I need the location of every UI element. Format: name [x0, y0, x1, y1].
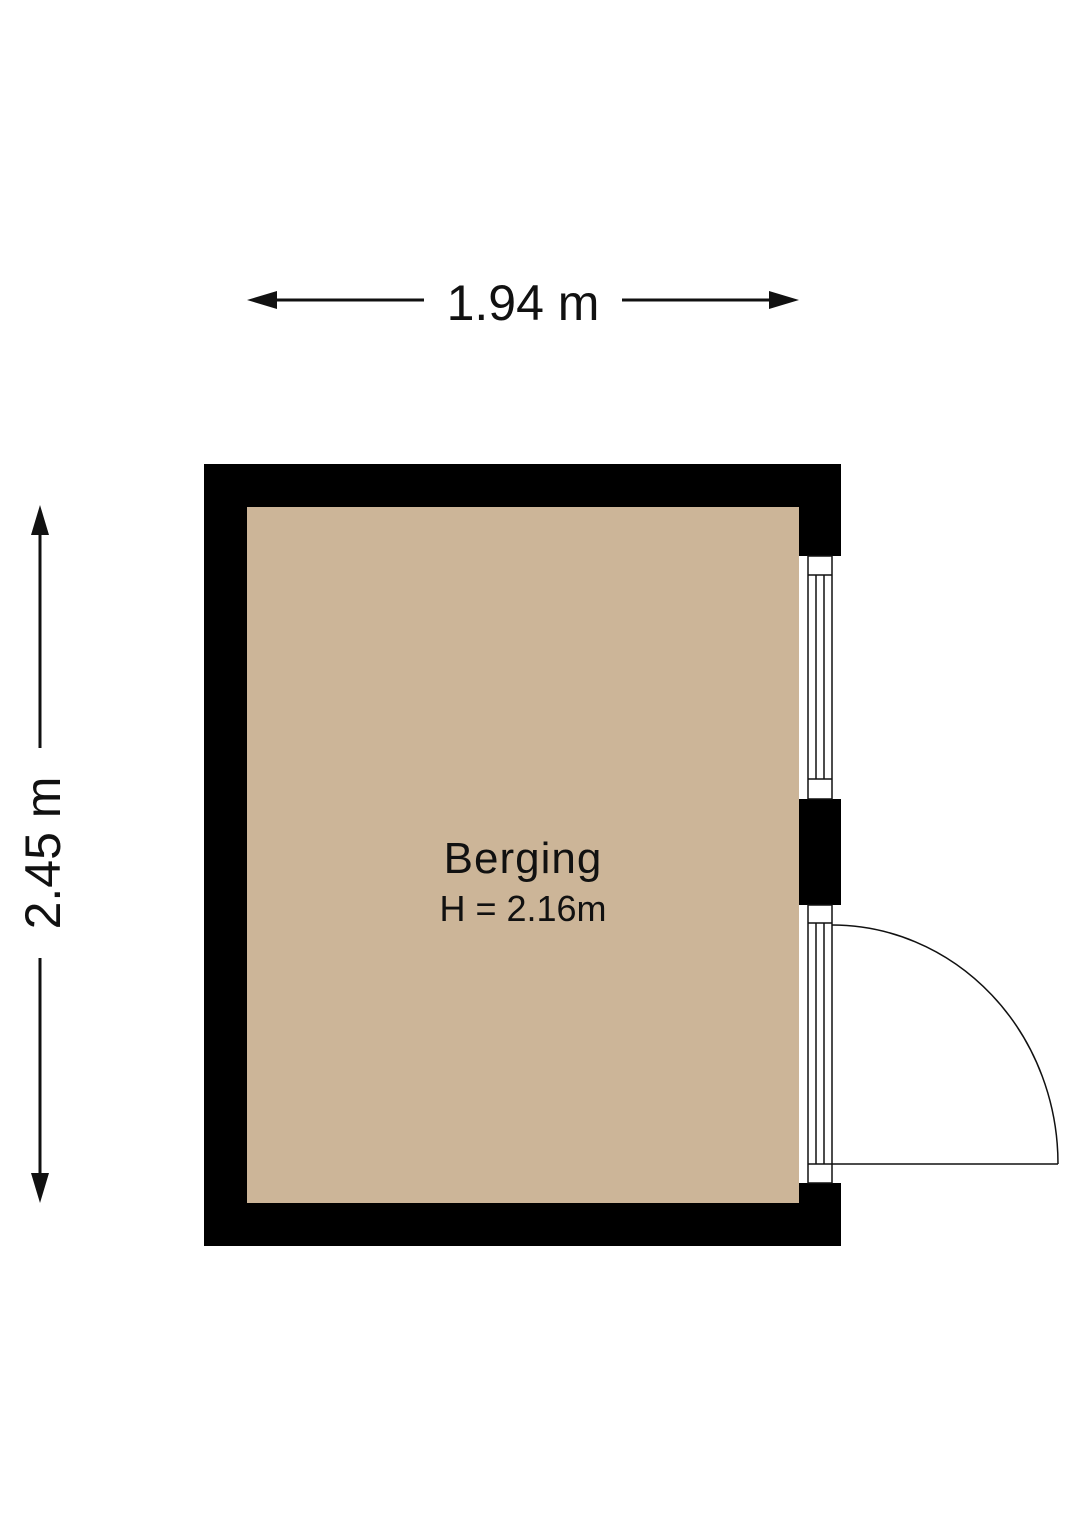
height-arrow-down-icon: [31, 1173, 49, 1203]
height-arrow-up-icon: [31, 505, 49, 535]
room-floor: [247, 507, 799, 1203]
height-dimension-label: 2.45 m: [15, 777, 71, 930]
window: [807, 555, 833, 800]
door-swing-arc: [831, 924, 1059, 1165]
width-dimension-label: 1.94 m: [447, 275, 600, 331]
window-opening: [799, 556, 841, 799]
walls: [204, 464, 841, 1246]
width-arrow-right-icon: [769, 291, 799, 309]
room-name: Berging: [444, 834, 603, 883]
door: [807, 904, 1059, 1184]
width-dimension: 1.94 m: [247, 275, 799, 331]
door-frame: [807, 904, 833, 1184]
width-arrow-left-icon: [247, 291, 277, 309]
room-ceiling-height: H = 2.16m: [439, 888, 606, 929]
height-dimension: 2.45 m: [15, 505, 71, 1203]
window-frame: [807, 555, 833, 800]
door-opening: [799, 905, 841, 1183]
